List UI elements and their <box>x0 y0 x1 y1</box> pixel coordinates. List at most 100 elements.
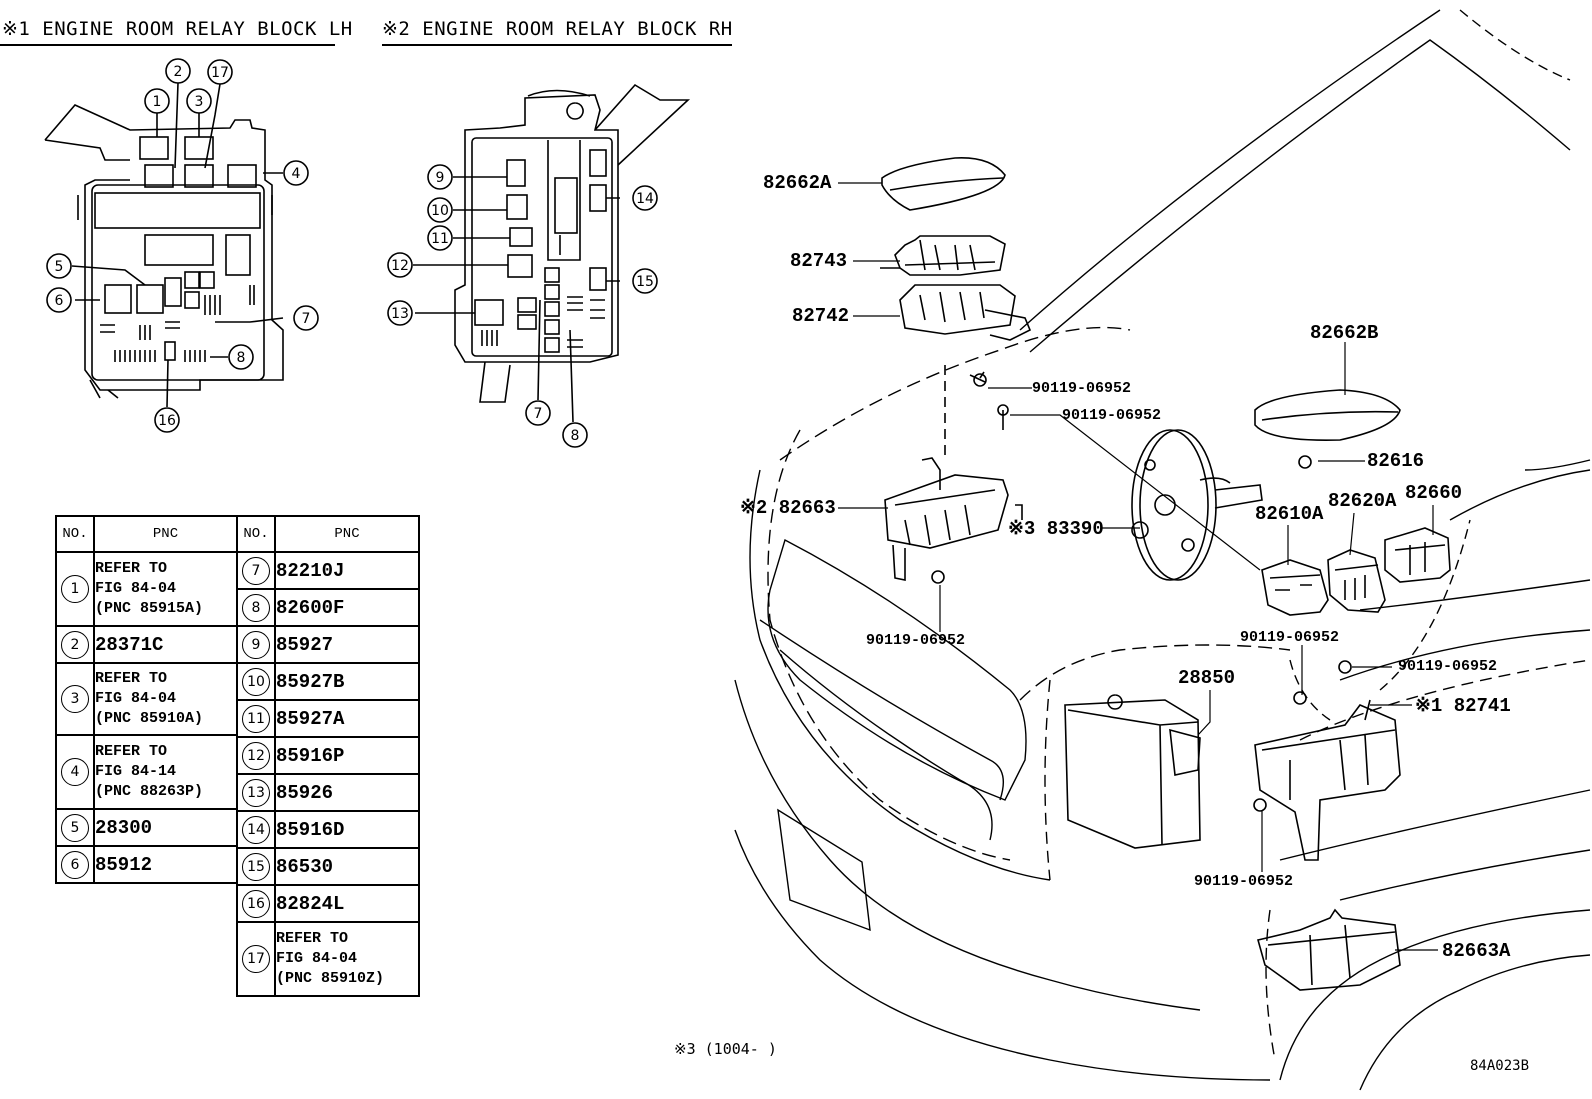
row-pnc: 85916P <box>274 736 420 775</box>
bracket-82663-drawing <box>884 365 1023 581</box>
cover-82662B-drawing <box>1254 389 1401 442</box>
table-row: 10 85927B <box>236 662 420 701</box>
callout-3: 3 <box>195 94 204 110</box>
relay-block-rh-drawing <box>413 83 691 423</box>
row-no: 15 <box>242 852 270 881</box>
row-pnc: REFER TO FIG 84-14 (PNC 88263P) <box>93 734 238 810</box>
callout-9: 9 <box>436 170 445 186</box>
part-label-82610A: 82610A <box>1255 503 1324 525</box>
row-pnc: 82600F <box>274 588 420 627</box>
brake-booster-drawing <box>1131 429 1263 581</box>
row-pnc: 85927B <box>274 662 420 701</box>
part-label-bolt-3: 90119-06952 <box>866 632 966 649</box>
row-pnc: 85926 <box>274 773 420 812</box>
callout-2: 2 <box>174 64 183 80</box>
part-label-bolt-4: 90119-06952 <box>1240 629 1340 646</box>
col-header-pnc: PNC <box>93 515 238 553</box>
row-pnc: REFER TO FIG 84-04 (PNC 85910A) <box>93 662 238 736</box>
row-no: 3 <box>61 685 89 713</box>
row-pnc: 85916D <box>274 810 420 849</box>
table-row: 3 REFER TO FIG 84-04 (PNC 85910A) <box>55 662 238 736</box>
callout-13: 13 <box>391 306 409 322</box>
table-row: 6 85912 <box>55 845 238 884</box>
table-row: 11 85927A <box>236 699 420 738</box>
row-no: 5 <box>61 813 89 842</box>
row-pnc: 85927A <box>274 699 420 738</box>
table-row: 17 REFER TO FIG 84-04 (PNC 85910Z) <box>236 921 420 997</box>
cover-82662A-drawing <box>881 157 1006 211</box>
row-no: 4 <box>61 758 89 786</box>
callouts-lh <box>46 58 319 433</box>
relay-82660-drawing <box>1384 527 1451 583</box>
table-row: 9 85927 <box>236 625 420 664</box>
part-label-28850: 28850 <box>1178 667 1236 689</box>
row-no: 10 <box>242 667 270 696</box>
callout-4: 4 <box>292 166 301 182</box>
callout-15: 15 <box>636 274 654 290</box>
row-no: 1 <box>61 575 89 603</box>
part-label-82743: 82743 <box>790 250 848 272</box>
table-row: 1 REFER TO FIG 84-04 (PNC 85915A) <box>55 551 238 627</box>
callout-17: 17 <box>211 65 229 81</box>
relay-82610A-drawing <box>1261 559 1329 616</box>
callout-10: 10 <box>431 203 449 219</box>
table-header-row: NO. PNC <box>55 515 238 553</box>
relay-block-82742-drawing <box>899 284 1032 341</box>
callout-5: 5 <box>55 259 64 275</box>
callout-14: 14 <box>636 191 654 207</box>
row-no: 13 <box>242 778 270 807</box>
row-pnc: 85912 <box>93 845 238 884</box>
row-no: 14 <box>242 815 270 844</box>
row-pnc: 28300 <box>93 808 238 847</box>
part-label-82662B: 82662B <box>1310 322 1379 344</box>
part-label-82616: 82616 <box>1367 450 1425 472</box>
callout-11: 11 <box>431 231 449 247</box>
row-no: 7 <box>242 556 270 585</box>
pnc-table-right: NO. PNC 7 82210J 8 82600F 9 85927 10 859… <box>236 515 420 997</box>
col-header-no: NO. <box>55 515 95 553</box>
callout-8-lh: 8 <box>237 350 246 366</box>
callout-7-rh: 7 <box>534 406 543 422</box>
callouts-rh <box>387 164 658 448</box>
callout-7-lh: 7 <box>302 311 311 327</box>
table-row: 2 28371C <box>55 625 238 664</box>
part-label-82663A: 82663A <box>1442 940 1511 962</box>
table-row: 15 86530 <box>236 847 420 886</box>
part-label-bolt-5: 90119-06952 <box>1398 658 1498 675</box>
part-label-82662A: 82662A <box>763 172 832 194</box>
table-row: 7 82210J <box>236 551 420 590</box>
figure-code: 84A023B <box>1470 1058 1530 1074</box>
callout-16: 16 <box>158 413 176 429</box>
table-header-row: NO. PNC <box>236 515 420 553</box>
row-pnc: 82824L <box>274 884 420 923</box>
bolts-drawing <box>931 371 1352 812</box>
table-row: 13 85926 <box>236 773 420 812</box>
callout-12: 12 <box>391 258 409 274</box>
part-label-bolt-1: 90119-06952 <box>1032 380 1132 397</box>
row-no: 8 <box>242 593 270 622</box>
part-label-bolt-6: 90119-06952 <box>1194 873 1294 890</box>
row-pnc: 85927 <box>274 625 420 664</box>
header-relay-block-lh: ※1 ENGINE ROOM RELAY BLOCK LH <box>2 18 353 40</box>
part-label-83390: ※3 83390 <box>1008 518 1104 540</box>
row-no: 2 <box>61 630 89 659</box>
callout-1: 1 <box>153 94 162 110</box>
table-row: 4 REFER TO FIG 84-14 (PNC 88263P) <box>55 734 238 810</box>
tray-82663A-drawing <box>1257 908 1401 991</box>
relay-block-82743-drawing <box>880 235 1006 276</box>
row-no: 12 <box>242 741 270 770</box>
row-pnc: REFER TO FIG 84-04 (PNC 85910Z) <box>274 921 420 997</box>
part-label-82742: 82742 <box>792 305 850 327</box>
row-no: 16 <box>242 889 270 918</box>
row-no: 6 <box>61 850 89 879</box>
row-pnc: 86530 <box>274 847 420 886</box>
row-no: 17 <box>242 945 270 973</box>
part-label-82660: 82660 <box>1405 482 1463 504</box>
table-row: 14 85916D <box>236 810 420 849</box>
table-row: 8 82600F <box>236 588 420 627</box>
part-label-bolt-2: 90119-06952 <box>1062 407 1162 424</box>
relay-block-lh-drawing <box>44 82 284 408</box>
callout-8-rh: 8 <box>571 428 580 444</box>
vehicle-body-outline <box>734 9 1591 1091</box>
